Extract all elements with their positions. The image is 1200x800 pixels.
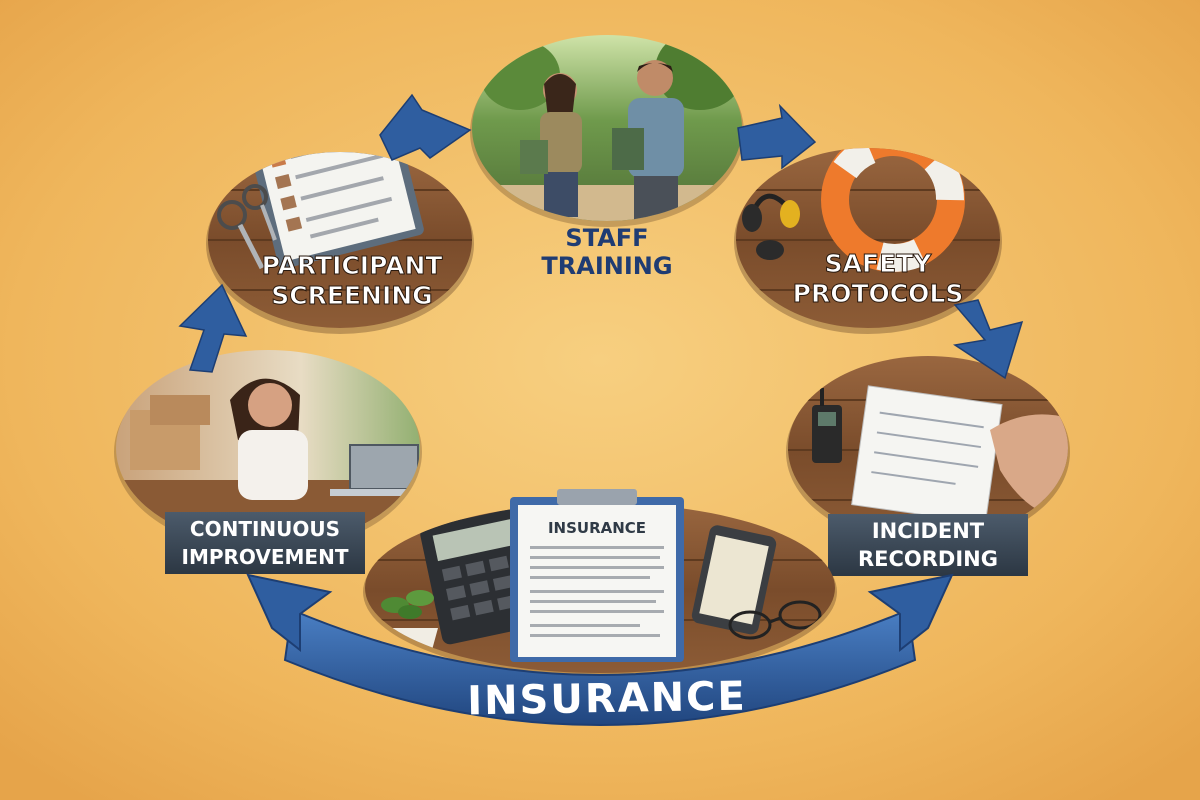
stage-incident-recording: INCIDENT RECORDING bbox=[786, 356, 1070, 576]
stage-label-line2: IMPROVEMENT bbox=[182, 545, 349, 569]
arrow-training-to-safety bbox=[737, 103, 817, 170]
cycle-arrows bbox=[178, 93, 1024, 380]
insurance-ribbon-arrow: INSURANCE bbox=[246, 573, 954, 726]
stage-staff-training: STAFF TRAINING bbox=[470, 35, 744, 280]
glasses-icon bbox=[728, 600, 822, 640]
clipboard-icon bbox=[248, 152, 424, 269]
stage-label-box bbox=[165, 512, 365, 574]
stage-label-line1: CONTINUOUS bbox=[190, 517, 340, 541]
stage-label-line1: PARTICIPANT bbox=[262, 251, 443, 280]
stage-participant-screening: PARTICIPANT SCREENING bbox=[206, 152, 474, 334]
stage-continuous-improvement: CONTINUOUS IMPROVEMENT bbox=[114, 350, 422, 574]
stage-label-line1: SAFETY bbox=[825, 249, 933, 278]
stage-label-line2: TRAINING bbox=[541, 252, 672, 280]
stage-safety-protocols: SAFETY PROTOCOLS bbox=[734, 148, 1002, 334]
stage-label-line1: STAFF bbox=[565, 224, 648, 252]
arrow-safety-to-incident bbox=[952, 299, 1024, 380]
life-ring-icon bbox=[821, 148, 965, 272]
stage-label-box bbox=[828, 514, 1028, 576]
stage-label-line2: RECORDING bbox=[858, 547, 998, 571]
headphones-icon bbox=[742, 193, 800, 260]
people-icon bbox=[520, 60, 684, 221]
scissors-icon bbox=[217, 184, 277, 270]
arrow-continuous-to-screening bbox=[178, 283, 248, 373]
insurance-clipboard: INSURANCE bbox=[510, 489, 684, 662]
arrow-screening-to-training bbox=[379, 93, 472, 161]
laptop-icon bbox=[330, 444, 420, 496]
insurance-center: INSURANCE bbox=[363, 489, 837, 678]
stage-label-line2: PROTOCOLS bbox=[793, 279, 964, 308]
notebook-icon bbox=[851, 385, 1003, 524]
clipboard-title: INSURANCE bbox=[548, 519, 646, 537]
stage-label-line2: SCREENING bbox=[271, 281, 432, 310]
center-title: INSURANCE bbox=[467, 674, 747, 725]
stage-label-line1: INCIDENT bbox=[872, 519, 985, 543]
phone-icon bbox=[691, 525, 777, 635]
walkie-talkie-icon bbox=[812, 388, 842, 463]
